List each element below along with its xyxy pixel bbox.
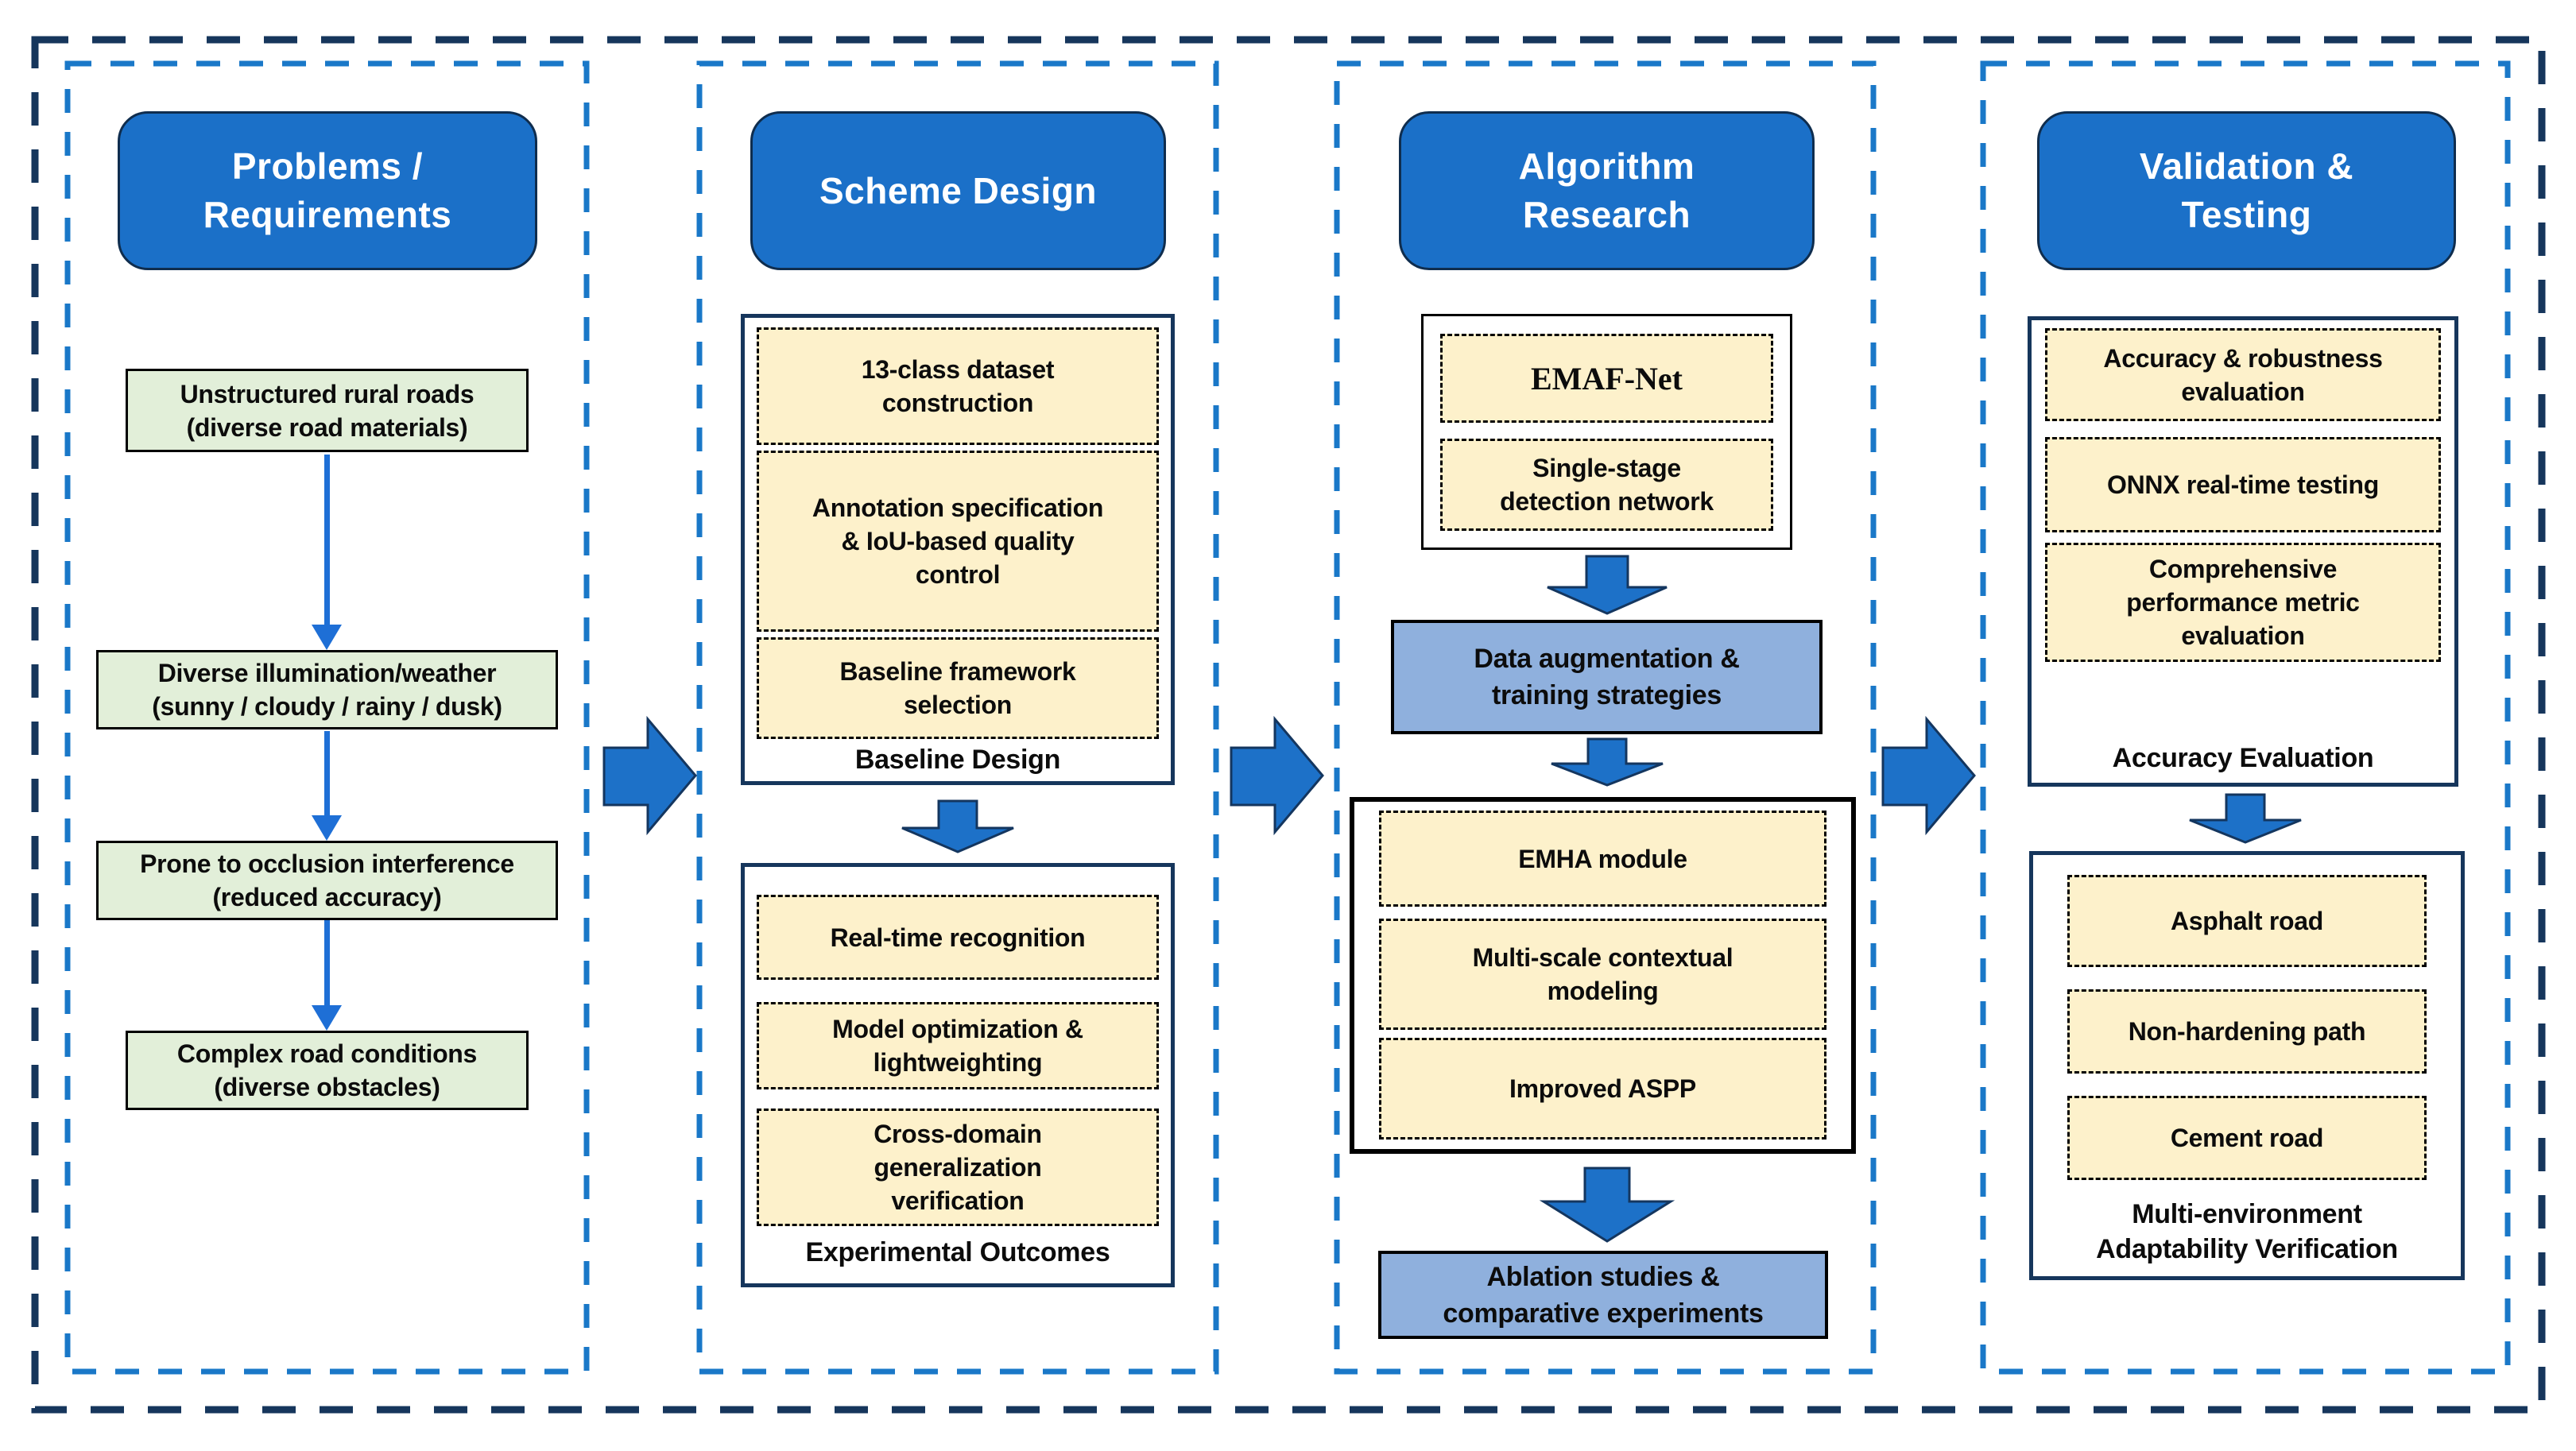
baseline-item-box-3: Baseline framework selection — [757, 637, 1159, 739]
header-problems-label: Problems / Requirements — [203, 145, 452, 235]
emaf-net-box: EMAF-Net — [1440, 334, 1773, 423]
baseline-design-caption: Baseline Design — [741, 741, 1175, 779]
problems-step-arrow-1 — [312, 455, 342, 650]
cement-road-label: Cement road — [2170, 1124, 2324, 1152]
accuracy-evaluation-caption-label: Accuracy Evaluation — [2112, 743, 2374, 773]
header-algorithm-label: Algorithm Research — [1518, 145, 1695, 235]
problems-step-arrow-2 — [312, 731, 342, 841]
problems-step-box-2: Diverse illumination/weather (sunny / cl… — [96, 650, 558, 729]
header-problems: Problems / Requirements — [118, 111, 537, 270]
multiscale-modeling-box: Multi-scale contextual modeling — [1379, 919, 1826, 1030]
baseline-item-box-1: 13-class dataset construction — [757, 327, 1159, 445]
algorithm-down-arrow-3 — [1539, 1167, 1675, 1243]
multi-environment-caption: Multi-environment Adaptability Verificat… — [2029, 1194, 2465, 1270]
problems-step-3-label: Prone to occlusion interference (reduced… — [140, 849, 514, 911]
problems-step-1-label: Unstructured rural roads (diverse road m… — [180, 379, 475, 442]
experimental-outcomes-caption-label: Experimental Outcomes — [805, 1237, 1110, 1267]
cement-road-box: Cement road — [2067, 1096, 2427, 1180]
emaf-net-label: EMAF-Net — [1530, 360, 1683, 397]
ablation-studies-box: Ablation studies & comparative experimen… — [1378, 1251, 1828, 1339]
algorithm-down-arrow-2 — [1551, 737, 1664, 787]
panel-algorithm-border — [1334, 60, 1877, 1375]
outer-boundary-border — [31, 36, 2546, 1414]
panel-problems-border — [64, 60, 590, 1375]
asphalt-road-label: Asphalt road — [2171, 907, 2323, 935]
panel-scheme-border — [696, 60, 1219, 1375]
accuracy-evaluation-caption: Accuracy Evaluation — [2028, 739, 2458, 777]
performance-metric-box: Comprehensive performance metric evaluat… — [2045, 543, 2441, 662]
algorithm-down-arrow-1 — [1547, 555, 1668, 615]
data-augmentation-label: Data augmentation & training strategies — [1474, 644, 1740, 710]
baseline-item-3-label: Baseline framework selection — [839, 657, 1076, 719]
problems-step-box-1: Unstructured rural roads (diverse road m… — [126, 369, 529, 452]
problems-step-2-label: Diverse illumination/weather (sunny / cl… — [152, 659, 502, 721]
header-scheme: Scheme Design — [750, 111, 1166, 270]
flow-right-arrow-3 — [1881, 715, 1976, 836]
emha-module-box: EMHA module — [1379, 811, 1826, 907]
data-augmentation-box: Data augmentation & training strategies — [1391, 620, 1823, 734]
validation-down-arrow — [2189, 793, 2302, 844]
improved-aspp-box: Improved ASPP — [1379, 1038, 1826, 1140]
onnx-testing-label: ONNX real-time testing — [2107, 470, 2379, 499]
problems-step-box-4: Complex road conditions (diverse obstacl… — [126, 1031, 529, 1110]
flow-right-arrow-2 — [1230, 715, 1324, 836]
baseline-item-box-2: Annotation specification & IoU-based qua… — [757, 451, 1159, 632]
single-stage-box: Single-stage detection network — [1440, 439, 1773, 531]
asphalt-road-box: Asphalt road — [2067, 875, 2427, 967]
flow-right-arrow-1 — [602, 715, 697, 836]
outcomes-item-box-2: Model optimization & lightweighting — [757, 1002, 1159, 1089]
baseline-item-2-label: Annotation specification & IoU-based qua… — [812, 493, 1104, 589]
problems-step-box-3: Prone to occlusion interference (reduced… — [96, 841, 558, 920]
experimental-outcomes-caption: Experimental Outcomes — [741, 1233, 1175, 1271]
accuracy-robustness-box: Accuracy & robustness evaluation — [2045, 328, 2441, 421]
outcomes-item-box-3: Cross-domain generalization verification — [757, 1109, 1159, 1226]
non-hardening-path-label: Non-hardening path — [2128, 1017, 2366, 1046]
performance-metric-label: Comprehensive performance metric evaluat… — [2126, 555, 2360, 650]
baseline-design-caption-label: Baseline Design — [854, 745, 1061, 775]
header-algorithm: Algorithm Research — [1399, 111, 1815, 270]
outcomes-item-box-1: Real-time recognition — [757, 895, 1159, 980]
single-stage-label: Single-stage detection network — [1500, 454, 1714, 516]
onnx-testing-box: ONNX real-time testing — [2045, 437, 2441, 532]
problems-step-arrow-3 — [312, 920, 342, 1031]
ablation-studies-label: Ablation studies & comparative experimen… — [1443, 1261, 1764, 1329]
accuracy-robustness-label: Accuracy & robustness evaluation — [2103, 343, 2383, 406]
non-hardening-path-box: Non-hardening path — [2067, 989, 2427, 1074]
outcomes-item-1-label: Real-time recognition — [830, 923, 1086, 952]
emha-module-label: EMHA module — [1518, 844, 1687, 873]
improved-aspp-label: Improved ASPP — [1509, 1074, 1696, 1103]
header-scheme-label: Scheme Design — [819, 169, 1098, 211]
outcomes-item-3-label: Cross-domain generalization verification — [874, 1120, 1042, 1215]
scheme-down-arrow — [901, 799, 1014, 853]
problems-step-4-label: Complex road conditions (diverse obstacl… — [176, 1039, 478, 1101]
multiscale-modeling-label: Multi-scale contextual modeling — [1472, 943, 1733, 1005]
panel-validation-border — [1980, 60, 2511, 1375]
outcomes-item-2-label: Model optimization & lightweighting — [832, 1015, 1083, 1077]
header-validation: Validation & Testing — [2037, 111, 2456, 270]
baseline-item-1-label: 13-class dataset construction — [861, 355, 1055, 417]
multi-environment-caption-label: Multi-environment Adaptability Verificat… — [2096, 1199, 2398, 1264]
header-validation-label: Validation & Testing — [2139, 145, 2354, 235]
